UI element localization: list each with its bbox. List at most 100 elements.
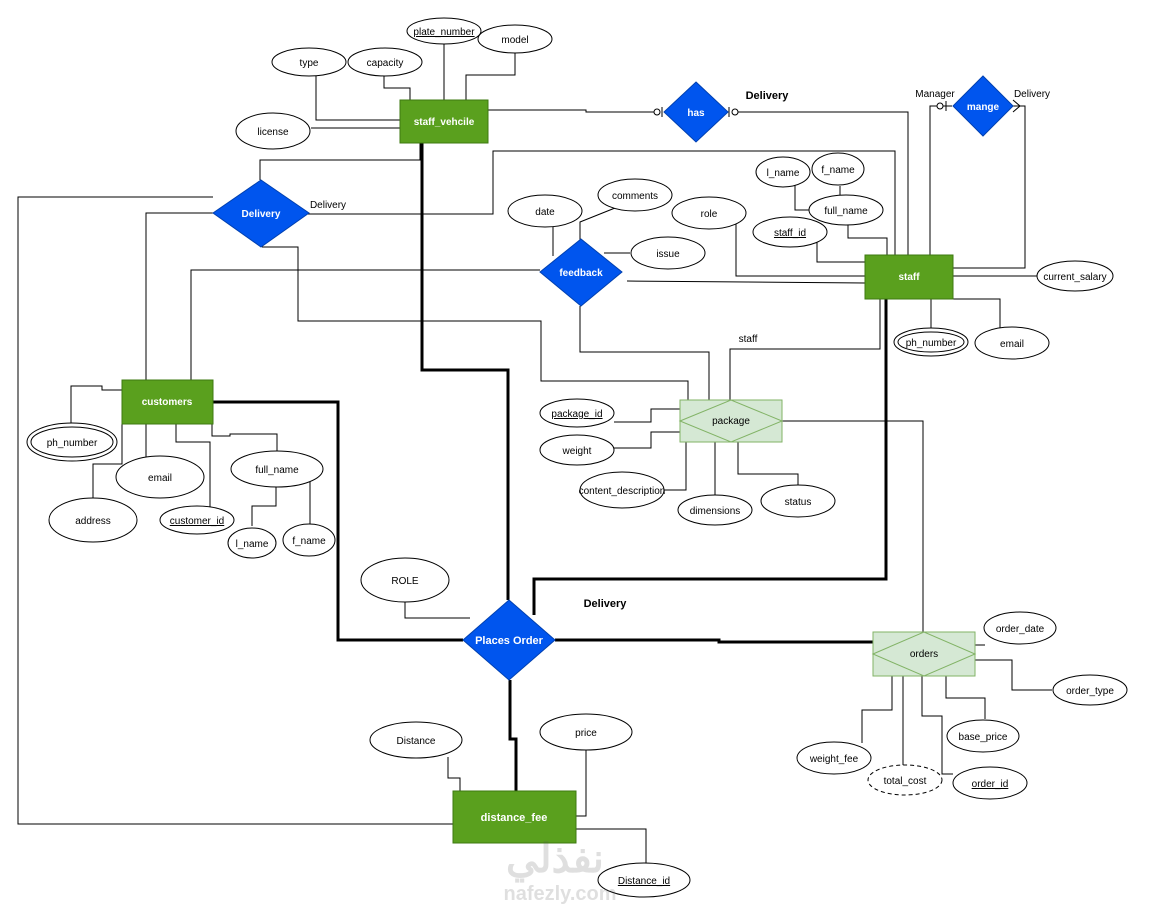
attr-distance: Distance: [369, 721, 463, 759]
line-staff-package: [729, 299, 881, 400]
weak-entity-package[interactable]: package: [678, 399, 784, 443]
weak-entity-orders[interactable]: orders: [871, 631, 977, 677]
attr-total-cost: total_cost: [867, 764, 943, 796]
line-weight-fee: [861, 676, 893, 743]
line-vehicle-has: [488, 109, 656, 113]
thick-places-distancefee: [508, 680, 518, 791]
line-labels: Delivery Manager Delivery Delivery staff…: [310, 89, 1050, 610]
relationship-feedback[interactable]: feedback: [539, 238, 623, 307]
entity-distance-fee[interactable]: distance_fee: [452, 790, 577, 844]
line-delivery-distancefee: [17, 196, 453, 825]
relationship-label: Places Order: [475, 635, 544, 647]
attr-label: issue: [656, 249, 680, 260]
relationship-label: Delivery: [242, 209, 281, 220]
attr-label: l_name: [767, 168, 800, 179]
attr-weight-fee: weight_fee: [796, 741, 872, 775]
attr-capacity: capacity: [347, 47, 423, 77]
connectors: [17, 40, 1052, 870]
line-order-type: [975, 659, 1052, 691]
attr-base-price: base_price: [946, 719, 1020, 753]
weak-entity-label: package: [712, 416, 750, 427]
line-weight: [614, 431, 680, 449]
line-capacity: [383, 71, 411, 100]
label-staff-package: staff: [739, 334, 758, 345]
entity-label: distance_fee: [481, 812, 548, 824]
attr-order-id: order_id: [952, 766, 1028, 800]
thick-vehicle-places: [420, 143, 510, 600]
attr-distance-id: Distance_id: [597, 862, 691, 898]
attr-plate-number: plate_number: [406, 17, 482, 45]
attr-label: order_id: [972, 779, 1009, 790]
line-feedback-staff: [626, 280, 866, 284]
attr-f-name-customer: f_name: [282, 523, 336, 557]
attr-label: f_name: [292, 536, 326, 547]
relationship-mange[interactable]: mange: [952, 75, 1014, 137]
relationship-places-order[interactable]: Places Order: [462, 599, 556, 681]
entity-staff-vehicle[interactable]: staff_vehcile: [399, 99, 489, 144]
attr-label: license: [257, 127, 289, 138]
thick-places-orders: [555, 638, 873, 644]
attr-license: license: [235, 112, 311, 150]
relationship-delivery[interactable]: Delivery: [212, 179, 310, 248]
attr-full-name-staff: full_name: [808, 194, 884, 226]
cardinality-markers: [653, 99, 1021, 117]
line-base-price: [945, 676, 986, 719]
attr-label: capacity: [367, 58, 404, 69]
attr-label: staff_id: [774, 228, 806, 239]
line-order-id: [921, 676, 953, 775]
line-price: [576, 750, 587, 817]
entity-label: staff: [898, 272, 920, 283]
attr-email-customer: email: [115, 455, 205, 499]
attr-model: model: [477, 24, 553, 54]
attr-label: order_type: [1066, 686, 1114, 697]
attr-label: price: [575, 728, 597, 739]
attr-weight: weight: [539, 434, 615, 466]
attr-label: f_name: [821, 165, 855, 176]
line-l-name-customer: [251, 487, 277, 526]
attr-f-name-staff: f_name: [811, 152, 865, 186]
attr-label: customer_id: [170, 516, 224, 527]
relationship-has[interactable]: has: [663, 81, 729, 143]
attr-label: comments: [612, 191, 658, 202]
attr-dimensions: dimensions: [677, 494, 753, 526]
line-delivery-customers: [145, 212, 213, 380]
attr-content-description: content_description: [579, 471, 665, 509]
line-staff-mange-delivery: [953, 105, 1026, 269]
attr-label: address: [75, 516, 111, 527]
attr-label: weight_fee: [809, 754, 859, 765]
thick-staff-places: [532, 299, 888, 615]
attr-label: Distance_id: [618, 876, 670, 887]
attr-price: price: [539, 713, 633, 751]
attr-label: plate_number: [413, 27, 475, 38]
entity-label: customers: [142, 397, 193, 408]
weak-entity-label: orders: [910, 649, 938, 660]
entity-staff[interactable]: staff: [864, 254, 954, 300]
line-distance-id: [576, 828, 647, 870]
line-delivery-staff: [308, 150, 896, 255]
attr-label: package_id: [551, 409, 602, 420]
line-vehicle-delivery: [259, 143, 421, 180]
entity-customers[interactable]: customers: [121, 379, 214, 425]
line-status: [737, 442, 799, 485]
attr-role: role: [671, 196, 747, 230]
label-manager: Manager: [915, 89, 955, 100]
line-distance: [447, 757, 461, 791]
attr-label: full_name: [824, 206, 868, 217]
attr-label: Distance: [397, 736, 436, 747]
label-delivery-has: Delivery: [746, 90, 790, 102]
watermark-latin: nafezly.com: [504, 883, 617, 905]
attr-label: status: [785, 497, 812, 508]
line-customer-id: [175, 424, 211, 510]
line-fullname-customer: [211, 424, 278, 452]
attr-current-salary: current_salary: [1036, 260, 1114, 292]
attr-label: email: [1000, 339, 1024, 350]
attr-label: order_date: [996, 624, 1045, 635]
entity-label: staff_vehcile: [414, 117, 475, 128]
attr-label: type: [300, 58, 319, 69]
line-email-staff: [953, 298, 1001, 330]
line-delivery-package: [262, 246, 689, 400]
attr-label: current_salary: [1043, 272, 1106, 283]
relationship-label: feedback: [559, 268, 603, 279]
attr-date: date: [507, 194, 583, 228]
